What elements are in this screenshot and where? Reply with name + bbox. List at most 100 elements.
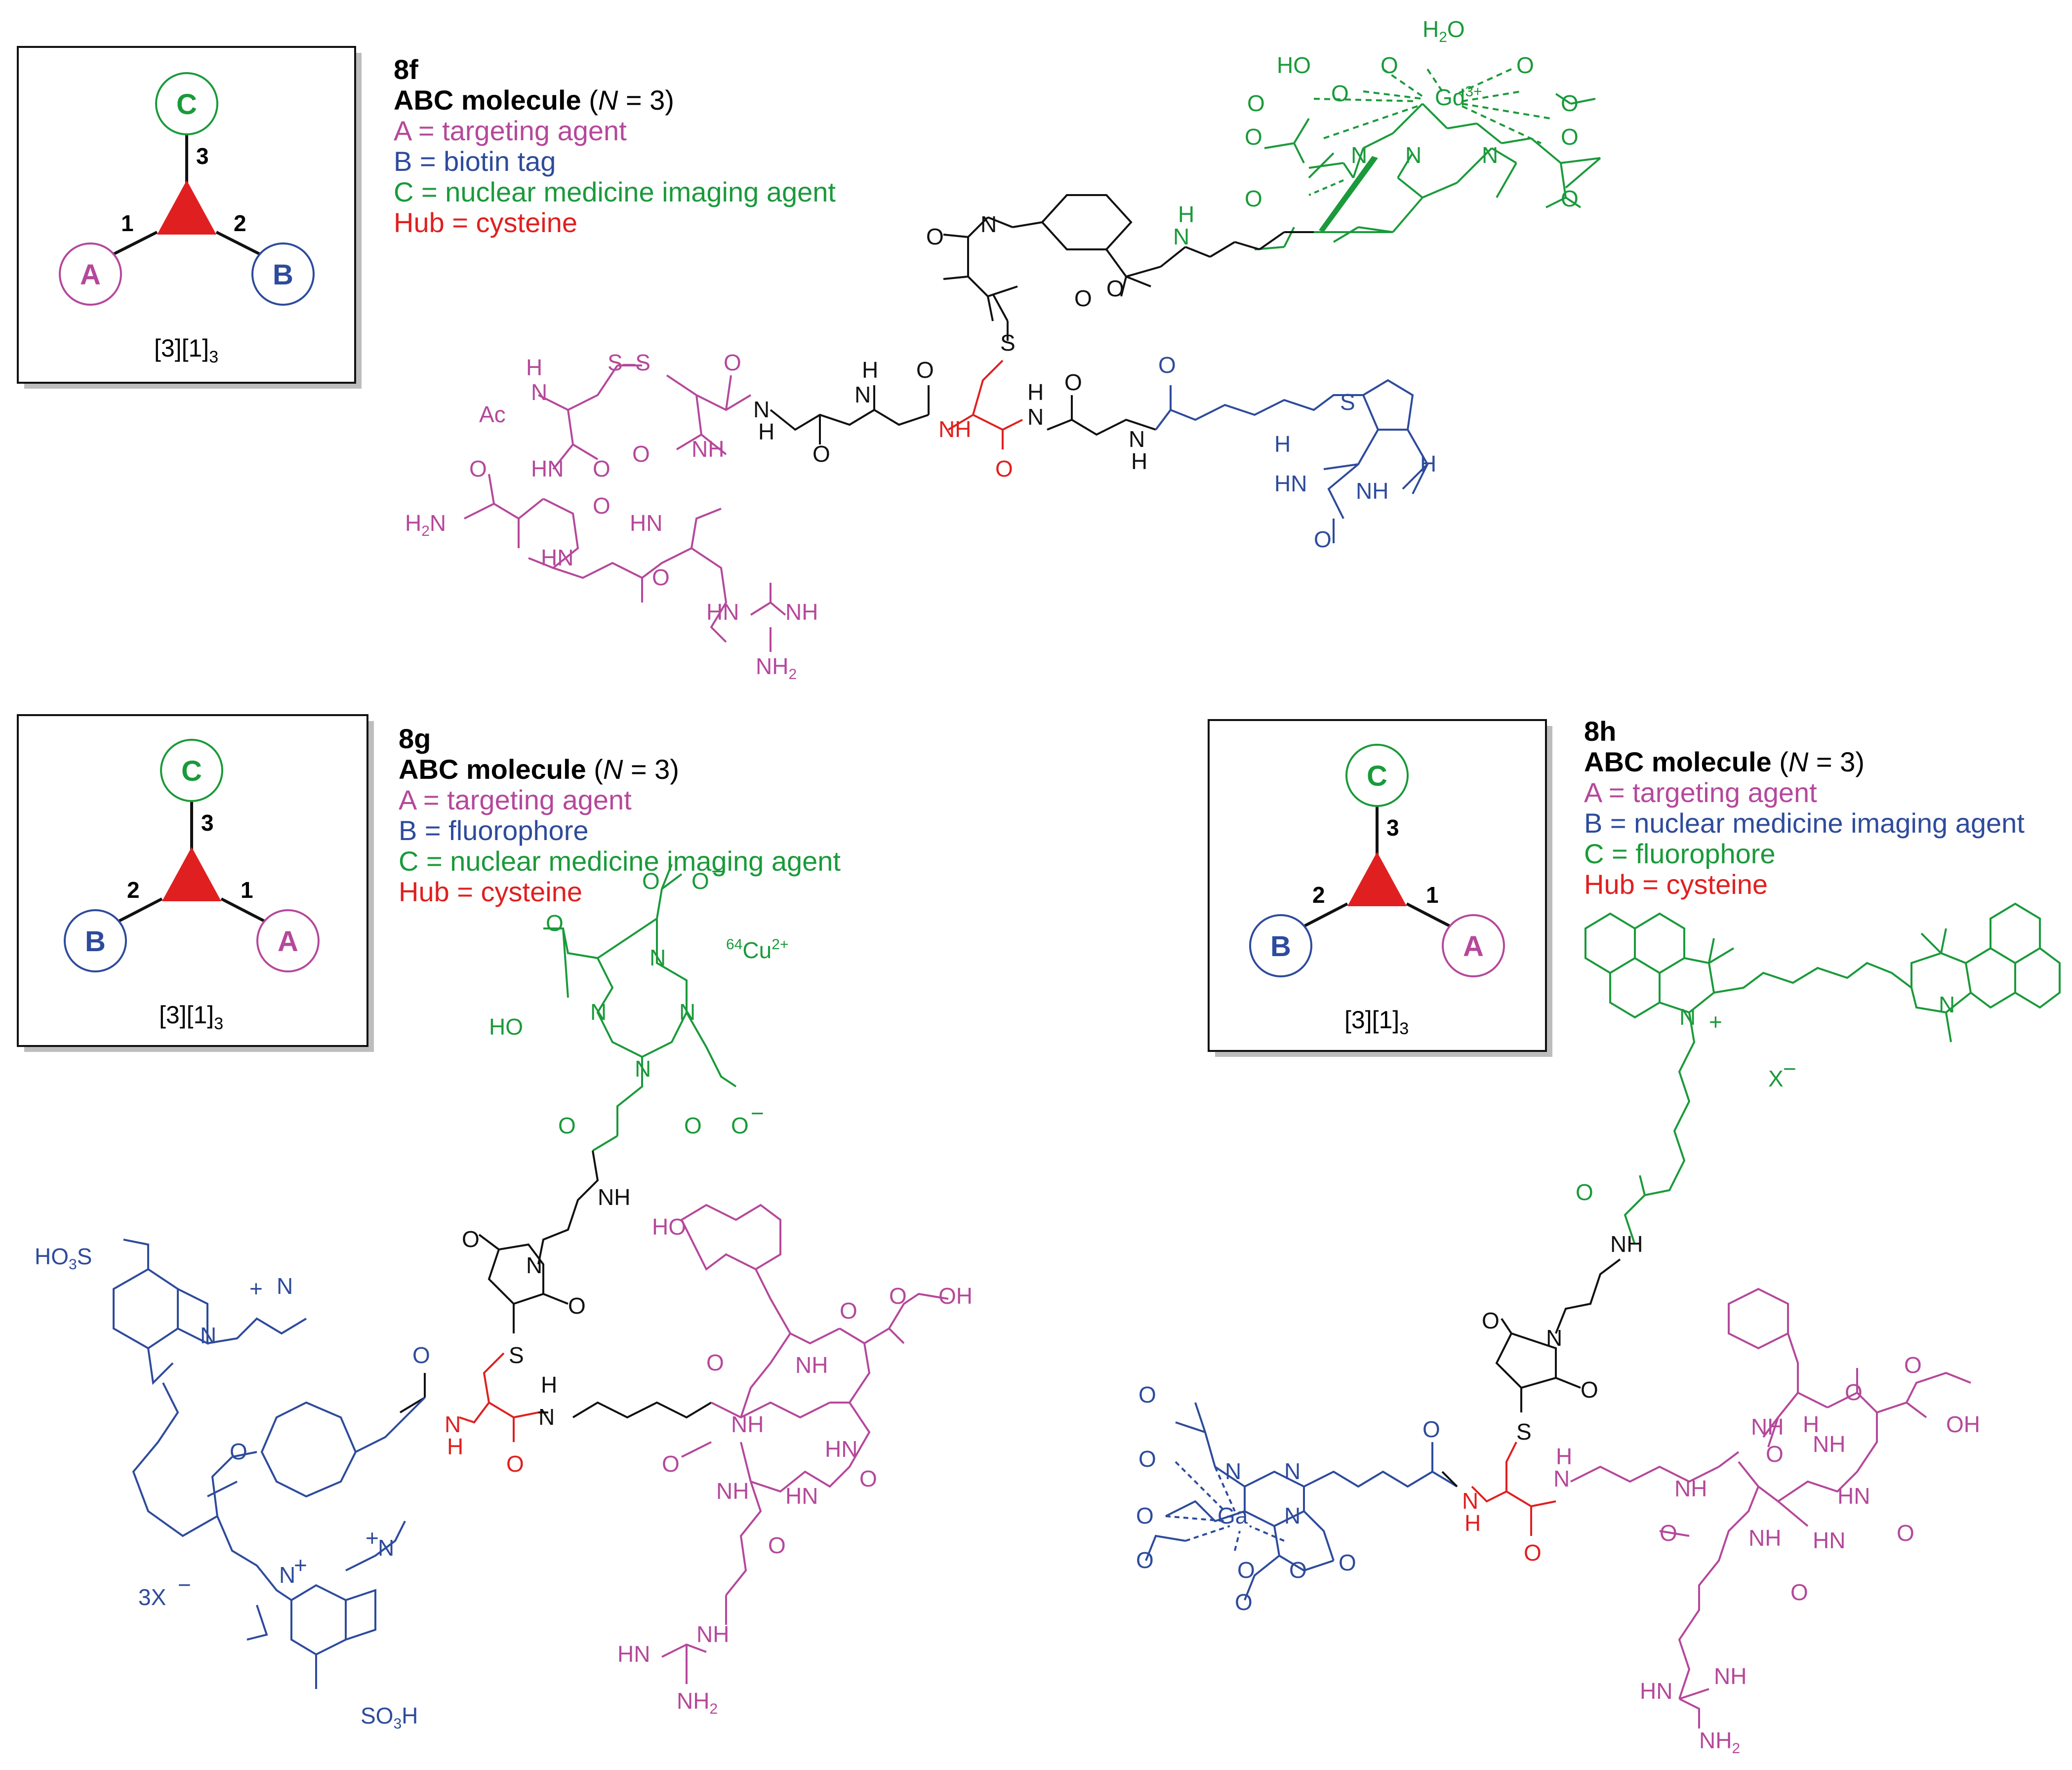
svg-text:HN: HN [541, 545, 573, 570]
svg-text:NH: NH [691, 436, 724, 462]
node-b-label-8g: B [85, 925, 106, 958]
svg-text:H2O: H2O [1422, 16, 1465, 45]
svg-text:N: N [1939, 992, 1955, 1017]
svg-text:H: H [758, 419, 774, 444]
svg-text:O: O [1576, 1179, 1593, 1205]
gd-chelate-labels-8f: H2O HO O O O Gd3+ O O O O N N N O O H N [1173, 16, 1579, 249]
node-a-label-8g: A [278, 925, 298, 958]
svg-text:NH2: NH2 [756, 653, 797, 683]
svg-text:O: O [546, 910, 564, 936]
topology-box-8g: C B A 3 2 1 [3][1]3 [17, 714, 374, 1052]
legend-hub-8f: Hub = cysteine [394, 207, 577, 238]
svg-text:O: O [1845, 1379, 1863, 1405]
svg-text:N: N [200, 1323, 216, 1348]
node-b-8h [1249, 914, 1312, 977]
svg-text:O: O [469, 456, 487, 482]
svg-text:O: O [1561, 186, 1579, 211]
svg-text:O: O [642, 868, 660, 894]
legend-hub-8g: Hub = cysteine [399, 876, 582, 907]
backbone-labels-8g: H N O [412, 1342, 557, 1430]
node-c-label-8f: C [176, 88, 197, 121]
node-c-8f [155, 72, 218, 135]
arm-number-left-8g: 2 [127, 877, 140, 903]
fluorophore-8g [113, 1239, 426, 1689]
topology-box-8f: C A B 3 1 2 [3][1]3 [17, 46, 362, 389]
svg-text:SO3H: SO3H [361, 1703, 418, 1732]
svg-text:O: O [1245, 124, 1262, 150]
fluorophore-labels-8g: HO3S N O N + N + N + 3X − SO3H [35, 1244, 418, 1732]
cu-chelate-labels-8g: O O − O HO N N N N 64Cu2+ O O − O [489, 858, 788, 1138]
svg-text:N: N [1546, 1325, 1562, 1351]
svg-text:H: H [1131, 448, 1147, 474]
svg-text:NH: NH [1751, 1414, 1784, 1440]
svg-text:O: O [1158, 352, 1176, 378]
svg-text:NH: NH [938, 416, 971, 442]
svg-text:O: O [1766, 1441, 1784, 1467]
svg-text:O: O [1314, 526, 1332, 552]
svg-text:O: O [1245, 186, 1262, 211]
node-a-8h [1442, 914, 1505, 977]
panel-8g: C B A 3 2 1 [3][1]3 8g ABC molecule (N =… [17, 714, 973, 1732]
hub-triangle-8h [1347, 852, 1407, 906]
svg-text:O: O [859, 1466, 877, 1491]
svg-text:HO: HO [1277, 52, 1311, 78]
panel-8h: C B A 3 2 1 [3][1]3 8h ABC molecule (N =… [1136, 716, 2061, 1757]
svg-text:O: O [558, 1113, 576, 1138]
svg-text:N: N [753, 397, 770, 422]
panel-8f: C A B 3 1 2 [3][1]3 8f ABC molecule (N =… [17, 16, 1601, 683]
peptide-labels-8h: NH O H NH O O OH O NH HN O NH HN O HN NH… [1640, 1352, 1980, 1757]
svg-text:S: S [1516, 1419, 1532, 1445]
legend-a-8f: A = targeting agent [394, 115, 627, 146]
svg-text:O: O [1247, 90, 1265, 116]
svg-text:+: + [366, 1525, 379, 1551]
svg-text:O: O [1660, 1520, 1677, 1546]
svg-text:N: N [1462, 1488, 1478, 1514]
legend-8h: 8h ABC molecule (N = 3) A = targeting ag… [1584, 716, 2025, 900]
svg-text:N: N [1284, 1458, 1300, 1484]
arm-left-8g [115, 897, 163, 924]
svg-text:O: O [1516, 52, 1534, 78]
svg-text:O: O [731, 1113, 749, 1138]
arm-number-top-8h: 3 [1386, 815, 1399, 841]
peptide-labels-8f: H N Ac S–S O HN O O NH O H2N HN O HN O H… [405, 350, 818, 683]
svg-text:H: H [862, 357, 878, 383]
svg-text:NH: NH [716, 1478, 749, 1504]
svg-text:N: N [378, 1535, 394, 1561]
svg-text:HN: HN [785, 1483, 818, 1509]
topology-label-8g: [3][1]3 [159, 1001, 223, 1033]
svg-text:O: O [593, 493, 610, 519]
svg-text:H: H [1803, 1411, 1819, 1437]
svg-text:HO: HO [489, 1014, 523, 1040]
arm-left-8f [109, 231, 158, 257]
svg-text:O: O [230, 1439, 247, 1464]
svg-text:X: X [1768, 1066, 1784, 1091]
hub-labels-8h: N H O [1462, 1488, 1542, 1566]
svg-text:N: N [679, 999, 695, 1025]
node-b-8g [64, 909, 127, 972]
hub-8f [947, 360, 1023, 449]
hub-8h [1471, 1442, 1556, 1536]
gd-chelate-8f [1254, 68, 1601, 250]
svg-text:+: + [294, 1552, 307, 1578]
svg-text:3X: 3X [138, 1584, 166, 1610]
node-b-label-8h: B [1270, 930, 1291, 963]
svg-text:+: + [249, 1276, 263, 1301]
svg-text:S: S [509, 1342, 524, 1368]
svg-text:O: O [889, 1283, 907, 1309]
svg-text:NH: NH [795, 1352, 828, 1378]
svg-text:HO3S: HO3S [35, 1244, 92, 1273]
svg-text:HN: HN [1274, 471, 1307, 496]
gd-wedge-8f [1319, 156, 1378, 232]
svg-text:Ac: Ac [479, 402, 506, 427]
svg-text:O: O [462, 1226, 480, 1252]
svg-text:O: O [1422, 1416, 1440, 1442]
svg-text:O: O [1482, 1308, 1500, 1333]
guanidine-8h [1679, 1688, 1709, 1729]
svg-text:O: O [1136, 1503, 1154, 1529]
svg-text:H: H [1556, 1444, 1572, 1469]
backbone-8g [399, 1373, 712, 1419]
arm-number-top-8g: 3 [201, 810, 214, 836]
svg-text:H: H [1420, 451, 1436, 477]
svg-text:HN: HN [531, 456, 564, 482]
topology-box-8h: C B A 3 2 1 [3][1]3 [1208, 719, 1552, 1057]
